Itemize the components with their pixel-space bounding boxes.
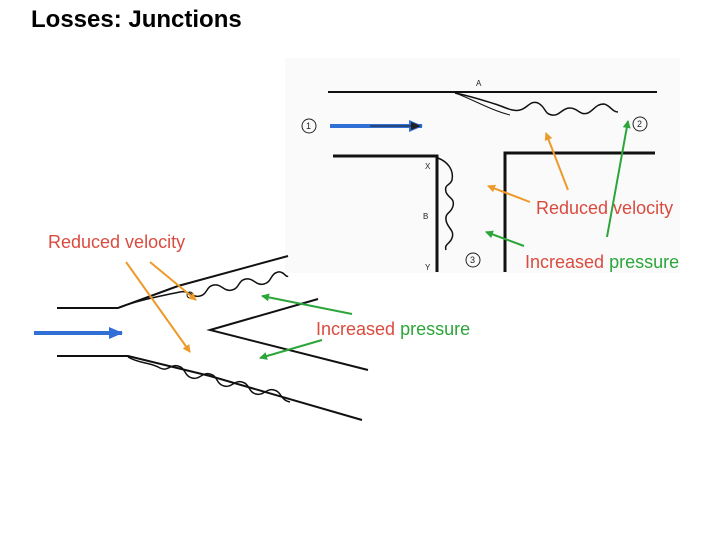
y-velocity-arrow-lower (125, 261, 191, 353)
tee-velocity-arrow-branch (487, 184, 531, 203)
tee-top-separation-line (454, 92, 511, 116)
y-lower-wall (57, 355, 363, 421)
station-marker-3: 3 (465, 252, 481, 268)
svg-text:2: 2 (637, 119, 642, 129)
tee-point-label-y: Y (425, 263, 431, 272)
station-marker-1: 1 (301, 118, 317, 134)
tee-point-label-b: B (423, 212, 428, 221)
tee-scan-background (285, 58, 680, 273)
tee-point-label-a: A (476, 79, 482, 88)
tee-pressure-arrow-branch (485, 230, 525, 247)
tee-pressure-arrow-top (606, 120, 631, 238)
tee-junction: A X B Y 1 2 3 Reduced velocity (285, 58, 680, 273)
station-marker-2: 2 (632, 116, 648, 132)
svg-text:3: 3 (470, 255, 475, 265)
tee-reduced-velocity-label: Reduced velocity (536, 198, 673, 218)
tee-point-label-x: X (425, 162, 431, 171)
tee-left-corner-wall (333, 154, 439, 272)
svg-text:1: 1 (306, 121, 311, 131)
tee-right-corner-wall (503, 151, 655, 272)
tee-top-eddies (454, 92, 619, 116)
y-divider-wall (206, 298, 369, 371)
y-reduced-velocity-label: Reduced velocity (48, 232, 185, 252)
y-lower-eddies (127, 356, 291, 403)
y-pressure-arrow-upper (261, 293, 353, 315)
page-title: Losses: Junctions (31, 6, 242, 33)
tee-branch-eddies (437, 157, 455, 251)
y-velocity-arrow-upper (149, 261, 197, 301)
tee-velocity-arrow-top (544, 132, 569, 191)
y-pressure-arrow-lower (259, 339, 323, 360)
y-upper-wall (57, 255, 289, 309)
